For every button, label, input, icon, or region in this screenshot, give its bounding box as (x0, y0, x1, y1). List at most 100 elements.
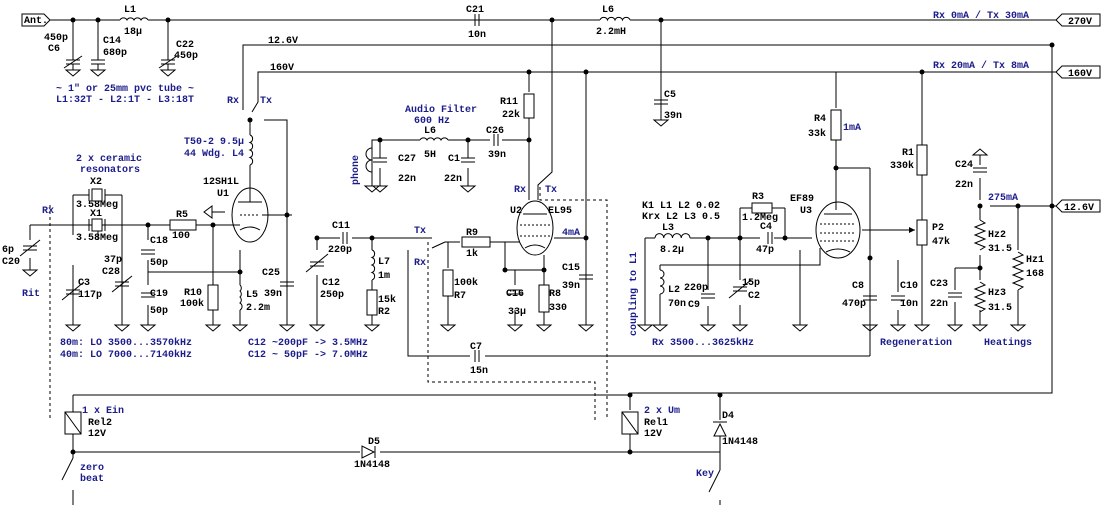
label-C8-val: 470p (842, 299, 866, 310)
label-C12-val: 250p (320, 290, 344, 301)
label-audio-title1: Audio Filter (405, 104, 477, 116)
inductor-L7 (370, 249, 376, 281)
label-heat-current: 275mA (988, 193, 1018, 204)
label-R5: R5 (176, 210, 188, 221)
label-C11: C11 (332, 221, 350, 232)
label-C2-val: 15p (742, 278, 760, 289)
label-X2-val: 3.58Meg (76, 200, 118, 211)
label-L2: L2 (668, 285, 680, 296)
label-L6b-val: 2.2mH (596, 27, 626, 38)
label-rx-left: Rx (42, 206, 54, 217)
label-U2-cur: 4mA (562, 228, 580, 239)
label-C4: C4 (760, 222, 772, 233)
label-R2-val: 15k (378, 294, 396, 306)
label-C18-val: 50p (150, 258, 168, 269)
label-C7: C7 (470, 342, 482, 353)
flag-270v (1055, 13, 1101, 27)
cap-C21 (474, 14, 480, 26)
res-Hz2 (973, 219, 987, 251)
switch-zero-beat (61, 457, 74, 505)
label-270v-note: Rx 0mA / Tx 30mA (933, 10, 1029, 22)
label-tube-note2: L1:32T - L2:1T - L3:18T (56, 95, 194, 106)
label-U2-type: EL95 (548, 206, 572, 217)
label-U3: U3 (800, 206, 812, 217)
cap-C28 (111, 275, 133, 293)
label-R3-val: 1.2Meg (742, 213, 778, 224)
label-pa-tx: Tx (414, 226, 426, 237)
label-U1-type: 12SH1L (203, 177, 239, 188)
label-270v: 270V (1068, 17, 1092, 28)
cap-C18 (141, 249, 155, 255)
label-L5: L5 (246, 290, 258, 301)
resonator-X2 (86, 188, 108, 202)
cap-C19 (141, 292, 155, 298)
label-C14-val: 680p (103, 48, 127, 59)
label-res-note1: 2 x ceramic (76, 153, 142, 165)
cap-C11 (342, 232, 348, 244)
label-X1: X1 (90, 209, 102, 220)
label-C27-val: 22n (398, 174, 416, 185)
label-X2: X2 (90, 177, 102, 188)
label-Hz2-val: 31.5 (988, 244, 1012, 255)
label-160v: 160V (1068, 69, 1092, 80)
label-c12-note2: C12 ~ 50pF -> 7.0MHz (248, 350, 368, 361)
label-C28: C28 (102, 267, 120, 278)
relay-Rel2 (64, 411, 82, 435)
cap-C25 (280, 281, 294, 287)
label-R3: R3 (752, 192, 764, 203)
label-12v6-top: 12.6V (268, 36, 298, 47)
label-R10-val: 100k (180, 298, 204, 310)
label-pa-tx2: Tx (545, 185, 557, 196)
label-C19: C19 (150, 289, 168, 300)
label-heatings: Heatings (984, 337, 1032, 349)
cap-C24 (973, 167, 987, 173)
diode-D4 (713, 421, 727, 437)
flag-160v (1055, 65, 1101, 79)
cap-C26 (493, 134, 499, 146)
pot-P2 (916, 219, 928, 246)
label-C2: C2 (748, 291, 760, 302)
label-band80: 80m: LO 3500...3570kHz (60, 337, 192, 349)
inductor-L2 (659, 269, 665, 295)
label-160v-top: 160V (270, 63, 294, 74)
resonator-X1 (88, 218, 106, 232)
label-C5: C5 (664, 90, 676, 101)
label-rit: Rit (22, 288, 40, 300)
label-C1: C1 (448, 154, 460, 165)
label-band40: 40m: LO 7000...7140kHz (60, 349, 192, 361)
res-R1 (916, 144, 928, 176)
cap-C5 (654, 99, 668, 105)
label-X1-val: 3.58Meg (76, 233, 118, 244)
label-res-note2: resonators (80, 165, 140, 176)
label-C18: C18 (150, 236, 168, 247)
label-C27: C27 (398, 154, 416, 165)
cap-C9 (701, 293, 715, 299)
label-Hz2: Hz2 (988, 230, 1006, 241)
label-C3-val: 117p (78, 290, 102, 301)
inductor-L6b (599, 16, 631, 22)
label-C19-val: 50p (150, 306, 168, 317)
label-L5-val: 2.2m (246, 303, 270, 314)
cap-C4 (767, 232, 773, 244)
label-C25-val: 39n (264, 289, 282, 300)
label-Hz1-val: 168 (1026, 269, 1044, 280)
res-R11 (523, 93, 535, 119)
label-C25: C25 (262, 268, 280, 279)
junctions (70, 17, 1055, 455)
label-160v-note: Rx 20mA / Tx 8mA (933, 60, 1029, 72)
label-L6b: L6 (602, 5, 614, 16)
res-R5 (169, 219, 197, 231)
label-L2-val: 70n (668, 299, 686, 310)
label-k1: K1 L1 L2 0.02 (642, 201, 720, 212)
label-audio-title2: 600 Hz (414, 116, 450, 127)
diode-D5 (361, 445, 376, 459)
label-C24: C24 (955, 160, 973, 171)
label-Hz1: Hz1 (1026, 255, 1044, 266)
inductor-L5 (239, 284, 243, 311)
label-R11-val: 22k (502, 109, 520, 121)
inductor-L6 (419, 137, 449, 142)
label-k2: Krx L2 L3 0.5 (642, 212, 720, 223)
label-C28-val: 37p (104, 255, 122, 266)
cap-C23 (948, 292, 962, 298)
